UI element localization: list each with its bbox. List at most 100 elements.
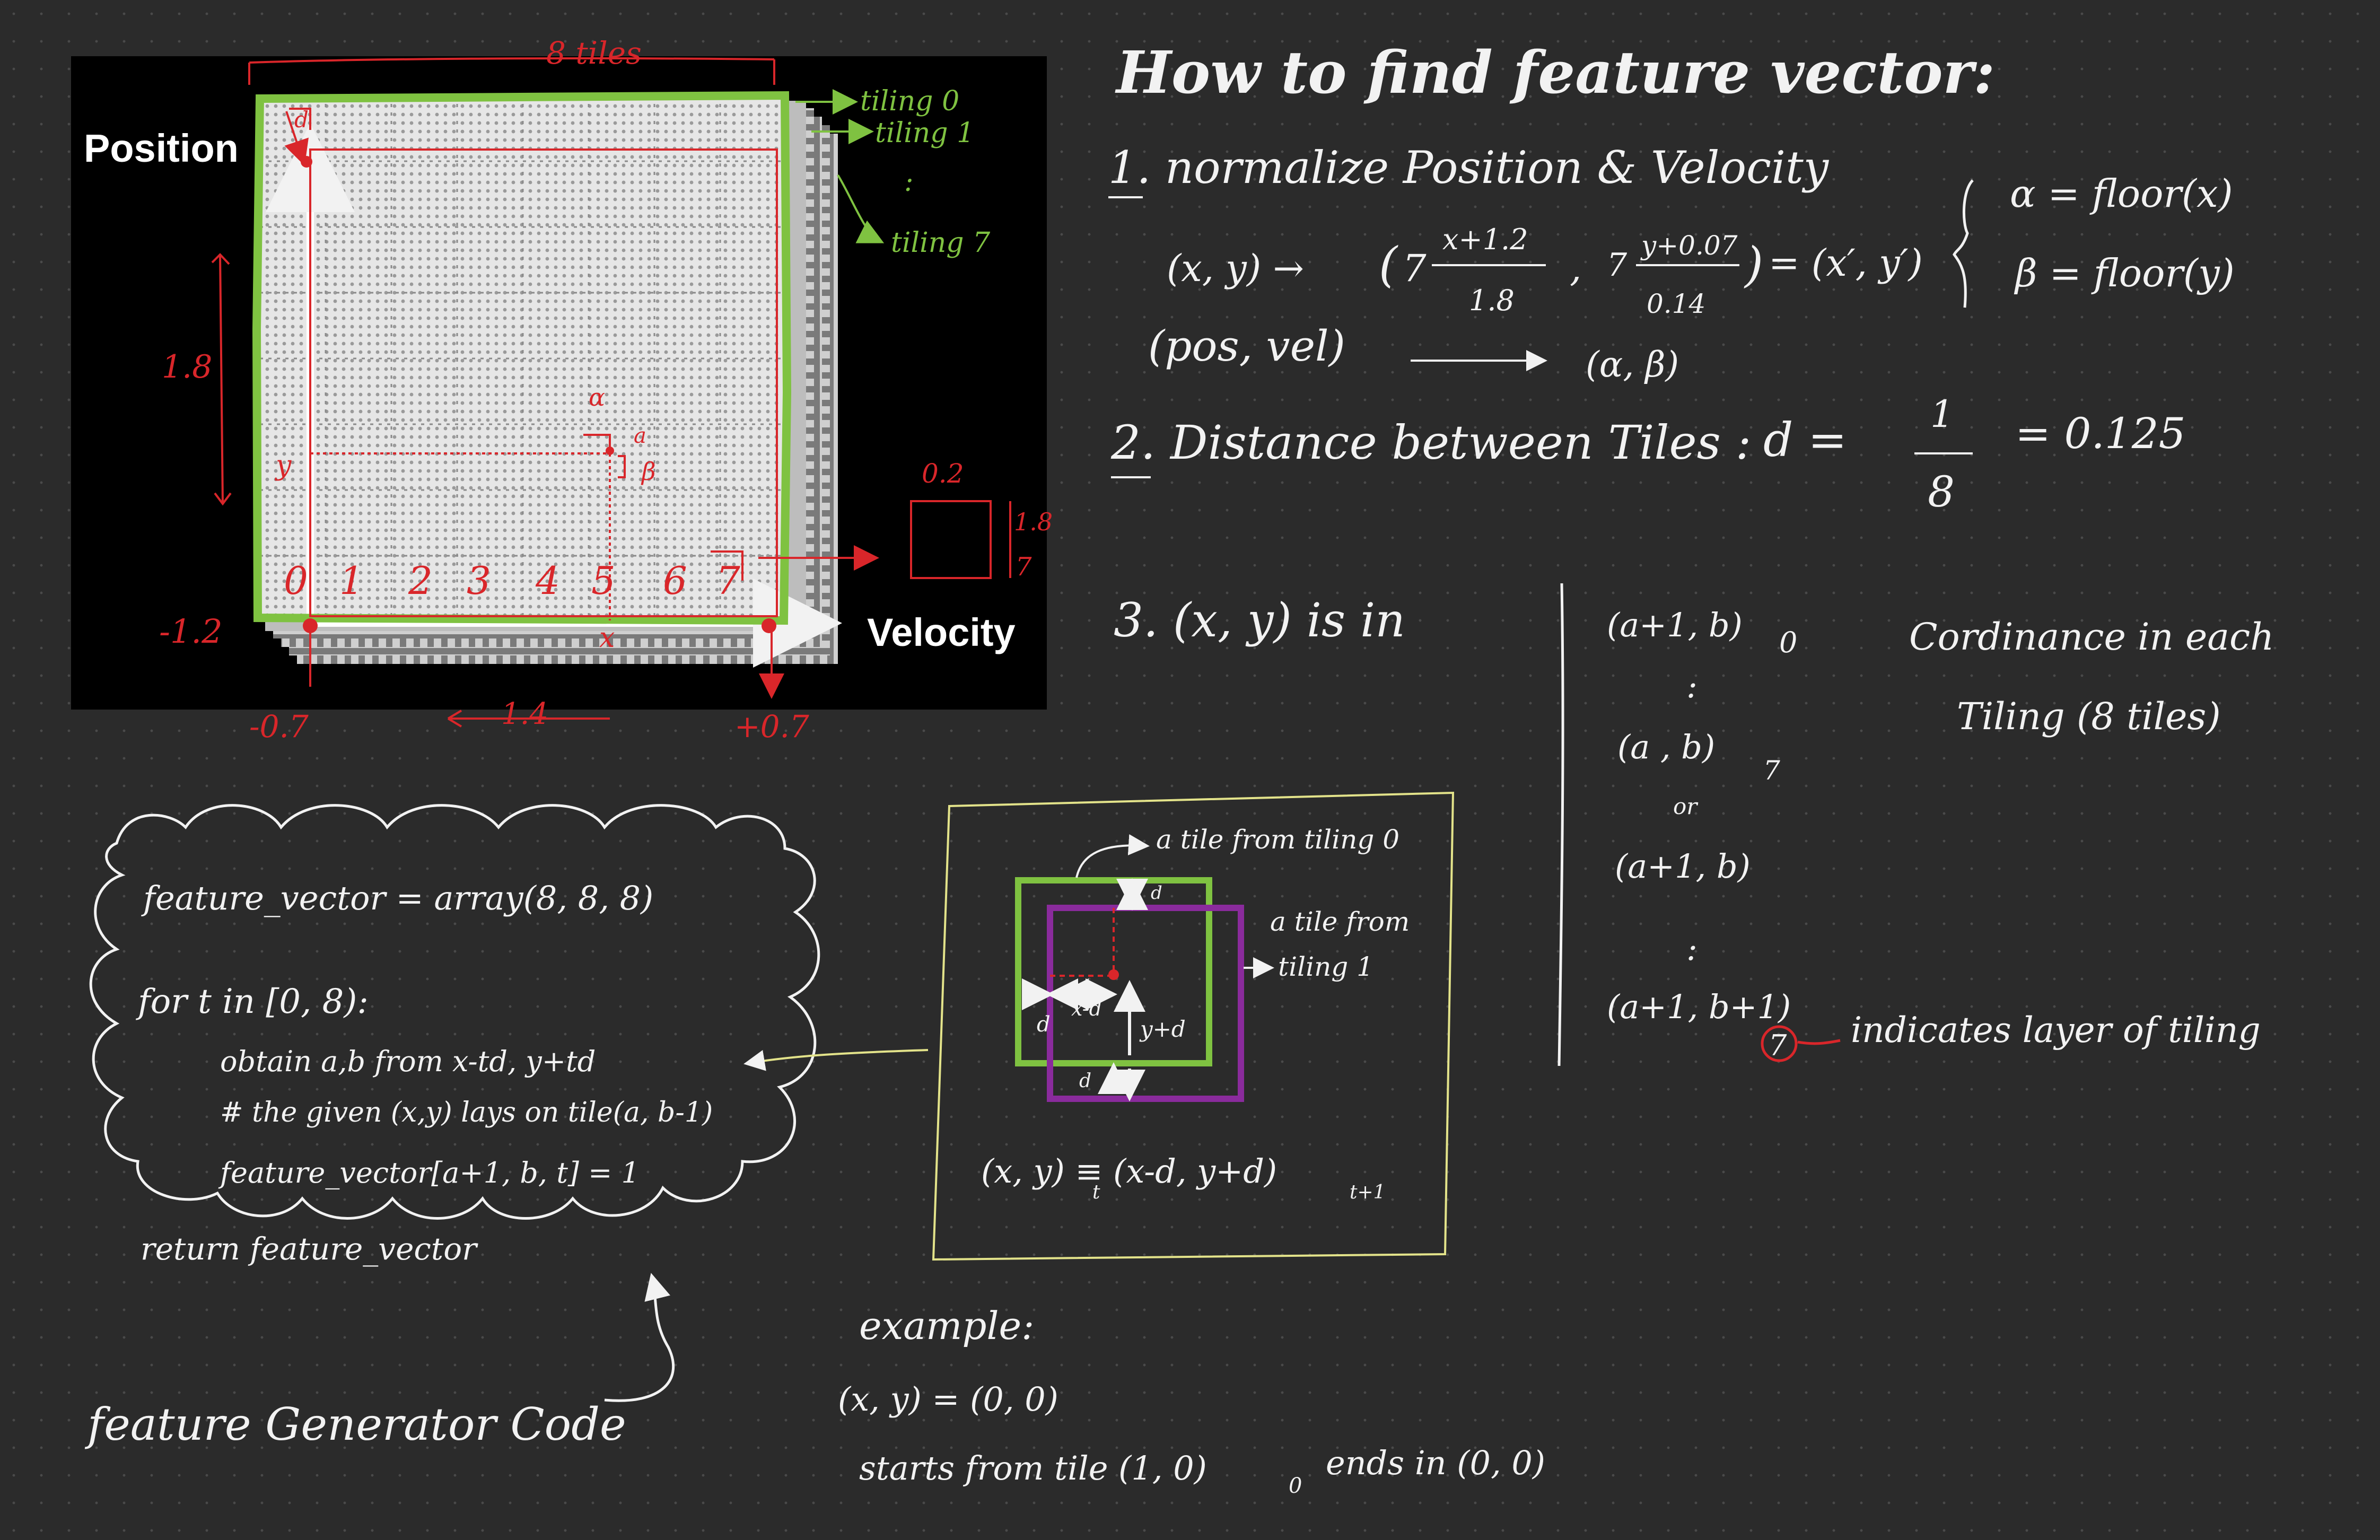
- code-caption: feature Generator Code: [84, 1398, 626, 1450]
- label-8-tiles: 8 tiles: [546, 35, 642, 71]
- equivalence-text: (x, y) ≡ (x-d, y+d): [981, 1152, 1277, 1191]
- label-alpha: α: [589, 383, 605, 412]
- frac-num: 1: [1930, 392, 1954, 436]
- step2-text: 2. Distance between Tiles :: [1110, 415, 1751, 470]
- eq1-frac2-num: y+0.07: [1640, 230, 1738, 261]
- coef-7a: 7: [1403, 247, 1427, 290]
- label-beta: β: [641, 457, 656, 486]
- case-1-sub: 0: [1779, 626, 1797, 659]
- tiling-0-outline: [252, 91, 792, 625]
- tile-numbers: 0 1 2 3 4 5 6 7: [284, 558, 740, 603]
- example-line-3: ends in (0, 0): [1326, 1443, 1545, 1482]
- tile-number: 5: [591, 558, 616, 603]
- case-dots-2: :: [1686, 929, 1698, 968]
- label-0-2: 0.2: [922, 458, 964, 489]
- d-value: = 0.125: [2015, 409, 2185, 458]
- coord-note-1: Cordinance in each: [1909, 615, 2274, 659]
- d-left-label: d: [1037, 1012, 1051, 1037]
- case-4-sub: 7: [1769, 1029, 1787, 1062]
- code-line-2: for t in [0, 8):: [136, 982, 369, 1021]
- eq1-right: = (x′, y′): [1769, 241, 1923, 285]
- tiling-pointers: [795, 89, 885, 243]
- eq1-frac1-den: 1.8: [1469, 284, 1515, 317]
- position-axis-label: Position: [84, 126, 239, 170]
- label-tiling-0: tiling 0: [860, 85, 959, 117]
- tiling1-tile-label-2: tiling 1: [1278, 951, 1373, 982]
- y-plus-d-label: y+d: [1139, 1016, 1186, 1042]
- case-2: (a , b): [1617, 728, 1715, 766]
- stacked-tilings: [260, 95, 838, 664]
- eq1-frac1-num: x+1.2: [1442, 223, 1528, 256]
- tile-diagram-frame: [932, 791, 1455, 1261]
- alpha-def: α = floor(x): [2010, 171, 2233, 216]
- step3-text: 3. (x, y) is in: [1114, 593, 1405, 648]
- sub-t: t: [1092, 1182, 1100, 1203]
- notes-title: How to find feature vector:: [1115, 38, 1995, 107]
- eq1-paren-open: (: [1379, 237, 1398, 293]
- eq1-left: (x, y) →: [1167, 247, 1304, 290]
- label-tiling-dots: :: [904, 166, 914, 198]
- label-minus-0-7: -0.7: [249, 708, 309, 745]
- label-y: y: [275, 450, 292, 482]
- d-bottom-label: d: [1079, 1070, 1091, 1092]
- code-line-3: obtain a,b from x-td, y+td: [220, 1045, 596, 1078]
- example-line-1: (x, y) = (0, 0): [838, 1380, 1058, 1419]
- tile-number: 6: [663, 558, 687, 603]
- label-a: a: [634, 424, 646, 448]
- eq1-frac2-den: 0.14: [1647, 288, 1705, 319]
- label-0-2-side: 1.8: [1014, 508, 1053, 536]
- svg-text:,: ,: [1570, 247, 1581, 290]
- d-top-label: d: [1151, 882, 1162, 904]
- tiling1-tile-label-1: a tile from: [1270, 906, 1410, 937]
- label-d-top: d: [294, 107, 309, 133]
- case-4: (a+1, b+1): [1607, 987, 1791, 1026]
- coord-note-2: Tiling (8 tiles): [1957, 695, 2221, 738]
- example-title: example:: [859, 1303, 1034, 1348]
- code-line-1: feature_vector = array(8, 8, 8): [141, 879, 653, 917]
- label-minus-1-2: -1.2: [159, 612, 223, 651]
- example-line-2-sub: 0: [1289, 1474, 1302, 1498]
- label-1-8: 1.8: [162, 348, 212, 386]
- tile-number: 1: [339, 558, 364, 603]
- case-3: (a+1, b): [1615, 847, 1751, 886]
- notes-section: How to find feature vector: 1. normalize…: [1108, 38, 2274, 1066]
- tiling0-tile-label: a tile from tiling 0: [1156, 824, 1399, 855]
- label-plus-0-7: +0.7: [734, 708, 809, 745]
- example-section: example: (x, y) = (0, 0) starts from til…: [838, 1303, 1545, 1498]
- pos-vel: (pos, vel): [1148, 321, 1345, 371]
- x-minus-d-label: x-d: [1071, 997, 1102, 1020]
- case-dots-1: :: [1686, 667, 1698, 705]
- code-cloud: feature_vector = array(8, 8, 8) for t in…: [84, 804, 929, 1450]
- tile-number: 7: [716, 558, 740, 603]
- example-line-2: starts from tile (1, 0): [859, 1449, 1207, 1488]
- tile-coding-figure: Position Velocity: [71, 35, 1053, 745]
- label-1-4: 1.4: [501, 697, 548, 731]
- velocity-axis-label: Velocity: [867, 610, 1016, 654]
- figure-annotations: [211, 57, 1011, 728]
- svg-text:): ): [1744, 237, 1763, 293]
- beta-def: β = floor(y): [2014, 251, 2235, 295]
- label-tiling-1: tiling 1: [875, 117, 974, 149]
- indicates-note: indicates layer of tiling: [1851, 1010, 2261, 1051]
- case-2-sub: 7: [1763, 755, 1780, 786]
- tile-number: 4: [535, 558, 560, 603]
- case-1: (a+1, b): [1607, 606, 1743, 644]
- label-0-2-side2: 7: [1016, 552, 1032, 582]
- tile-number: 3: [467, 558, 491, 603]
- arrow-alpha-beta: (α, β): [1586, 344, 1679, 385]
- step1-text: 1. normalize Position & Velocity: [1108, 142, 1830, 194]
- code-line-5: feature_vector[a+1, b, t] = 1: [218, 1156, 640, 1189]
- code-line-4: # the given (x,y) lays on tile(a, b-1): [220, 1097, 713, 1128]
- case-4-sub-circle: [1761, 1025, 1798, 1062]
- coef-7b: 7: [1607, 247, 1628, 284]
- frac-den: 8: [1928, 467, 1955, 517]
- tile-diagram: a tile from tiling 0 a tile from tiling …: [932, 791, 1455, 1261]
- tile-number: 0: [284, 558, 308, 603]
- label-tiling-7: tiling 7: [891, 227, 991, 259]
- sub-t-plus-1: t+1: [1350, 1182, 1386, 1203]
- code-line-6: return feature_vector: [141, 1231, 478, 1267]
- label-x: x: [599, 622, 615, 654]
- case-or: or: [1673, 793, 1699, 819]
- d-equals: d =: [1763, 413, 1847, 467]
